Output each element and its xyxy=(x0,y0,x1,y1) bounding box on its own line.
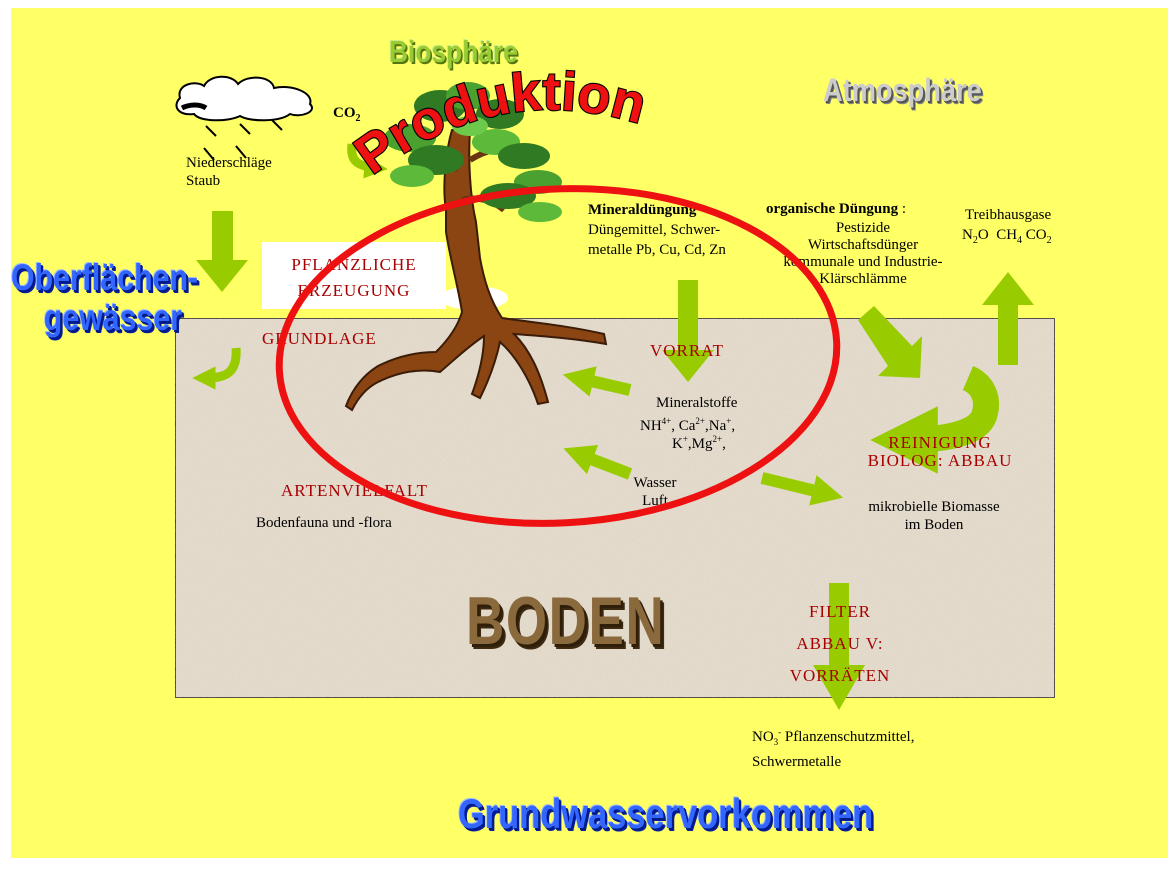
biomass-line1: mikrobielle Biomasse xyxy=(834,498,1034,516)
surface-water-title: Oberflächen- gewässer xyxy=(11,258,198,338)
plant-line1: PFLANZLICHE xyxy=(264,252,444,278)
mineral-fertilizer-line2: metalle Pb, Cu, Cd, Zn xyxy=(588,240,726,260)
greenhouse-title: Treibhausgase xyxy=(965,206,1051,224)
leaching-line1: NO3- Pflanzenschutzmittel, xyxy=(752,722,914,752)
organic-line2: Wirtschaftsdünger xyxy=(748,237,978,254)
supply-title: VORRAT xyxy=(650,342,724,360)
precipitation-label: Niederschläge Staub xyxy=(186,154,272,190)
filter-line3: VORRÄTEN xyxy=(770,660,910,692)
filter-line1: FILTER xyxy=(770,596,910,628)
soil-title: BODEN xyxy=(466,582,665,660)
basis-label: GRUNDLAGE xyxy=(262,330,377,348)
diversity-title: ARTENVIELFALT xyxy=(281,482,428,500)
biomass-line2: im Boden xyxy=(834,516,1034,534)
organic-fertilizer-list: Pestizide Wirtschaftsdünger kommunale un… xyxy=(748,220,978,288)
filter-label: FILTER ABBAU V: VORRÄTEN xyxy=(770,596,910,692)
greenhouse-gases: N2O CH4 CO2 xyxy=(962,226,1052,250)
organic-line1: Pestizide xyxy=(748,220,978,237)
cleaning-line2: BIOLOG: ABBAU xyxy=(840,452,1040,470)
minerals-label: Mineralstoffe xyxy=(656,394,737,412)
mineral-fertilizer-line1: Düngemittel, Schwer- xyxy=(588,220,726,240)
surface-water-line2: gewässer xyxy=(44,298,198,338)
mineral-fertilizer-title: Mineraldüngung xyxy=(588,200,726,220)
surface-water-line1: Oberflächen- xyxy=(11,258,198,298)
fauna-flora-label: Bodenfauna und -flora xyxy=(256,514,392,532)
water-label: Wasser xyxy=(620,474,690,492)
water-air-label: Wasser Luft xyxy=(620,474,690,510)
cleaning-line1: REINIGUNG xyxy=(840,434,1040,452)
cleaning-label: REINIGUNG BIOLOG: ABBAU xyxy=(840,434,1040,470)
organic-line4: Klärschlämme xyxy=(748,271,978,288)
plant-production-label: PFLANZLICHE ERZEUGUNG xyxy=(264,252,444,304)
filter-line2: ABBAU V: xyxy=(770,628,910,660)
organic-line3: kommunale und Industrie- xyxy=(748,254,978,271)
precipitation-line: Niederschläge xyxy=(186,154,272,172)
arrow-icon xyxy=(352,144,376,168)
atmosphere-title: Atmosphäre xyxy=(823,72,982,109)
dust-line: Staub xyxy=(186,172,272,190)
microbial-biomass-label: mikrobielle Biomasse im Boden xyxy=(834,498,1034,534)
air-label: Luft xyxy=(620,492,690,510)
plant-line2: ERZEUGUNG xyxy=(264,278,444,304)
organic-fertilizer-heading: organische Düngung : xyxy=(766,200,906,218)
cloud-icon xyxy=(176,77,312,121)
mineral-fertilizer-block: Mineraldüngung Düngemittel, Schwer- meta… xyxy=(588,200,726,260)
leaching-label: NO3- Pflanzenschutzmittel, Schwermetalle xyxy=(752,722,914,772)
co2-label: CO2 xyxy=(333,104,361,128)
biosphere-title: Biosphäre xyxy=(389,34,518,70)
organic-fertilizer-title: organische Düngung xyxy=(766,201,898,217)
ions-line2: K+,Mg2+, xyxy=(672,430,726,453)
leaching-line2: Schwermetalle xyxy=(752,752,914,772)
groundwater-title: Grundwasservorkommen xyxy=(458,790,873,838)
organic-fertilizer-colon: : xyxy=(902,201,906,217)
